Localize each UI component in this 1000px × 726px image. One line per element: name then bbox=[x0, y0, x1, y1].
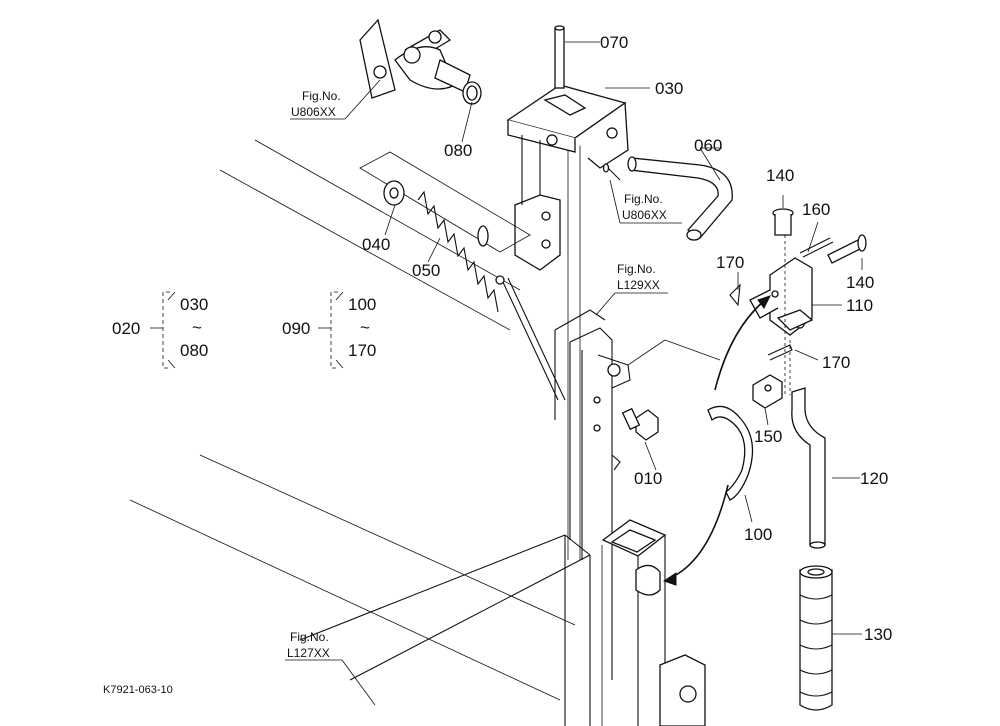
label-170-range-end: 170 bbox=[348, 341, 376, 360]
rod-060 bbox=[602, 156, 733, 241]
bracket-030 bbox=[506, 84, 629, 271]
label-100-range-start: 100 bbox=[348, 295, 376, 314]
assembly-arrows bbox=[662, 295, 771, 586]
fig-ref-label: Fig.No. bbox=[624, 192, 663, 206]
label-100: 100 bbox=[744, 525, 772, 544]
label-140-right: 140 bbox=[846, 273, 874, 292]
label-080: 080 bbox=[444, 141, 472, 160]
label-140-top: 140 bbox=[766, 166, 794, 185]
label-010: 010 bbox=[634, 469, 662, 488]
spring-assembly bbox=[359, 151, 531, 313]
pin-140-right bbox=[827, 234, 867, 264]
label-110: 110 bbox=[846, 296, 873, 315]
fig-ref-code: U806XX bbox=[622, 208, 667, 222]
spring-050 bbox=[417, 190, 499, 313]
fig-ref-code: L127XX bbox=[287, 646, 330, 660]
label-090: 090 bbox=[282, 319, 310, 338]
bracket-110 bbox=[749, 257, 814, 336]
drawing-code: K7921-063-10 bbox=[103, 684, 173, 696]
pin-160 bbox=[799, 237, 834, 258]
fig-ref-label: Fig.No. bbox=[617, 262, 656, 276]
range-bracket-020 bbox=[150, 291, 176, 369]
label-170-lower: 170 bbox=[822, 353, 850, 372]
fig-ref-code: U806XX bbox=[291, 105, 336, 119]
fig-ref-code: L129XX bbox=[617, 278, 660, 292]
label-080-range-end: 080 bbox=[180, 341, 208, 360]
cotter-170 bbox=[729, 283, 793, 361]
label-050: 050 bbox=[412, 261, 440, 280]
label-170-upper: 170 bbox=[716, 253, 744, 272]
label-040: 040 bbox=[362, 235, 390, 254]
grip-130 bbox=[799, 565, 833, 711]
fig-ref-label: Fig.No. bbox=[290, 630, 329, 644]
label-020: 020 bbox=[112, 319, 140, 338]
fig-ref-label: Fig.No. bbox=[302, 89, 341, 103]
label-060: 060 bbox=[694, 136, 722, 155]
frame-panel bbox=[129, 139, 603, 726]
label-090-tilde: ~ bbox=[360, 318, 370, 337]
label-130: 130 bbox=[864, 625, 892, 644]
range-bracket-090 bbox=[318, 291, 344, 369]
label-070: 070 bbox=[600, 33, 628, 52]
clip-100 bbox=[707, 405, 754, 501]
label-160: 160 bbox=[802, 200, 830, 219]
label-120: 120 bbox=[860, 469, 888, 488]
label-150: 150 bbox=[754, 427, 782, 446]
leader-lines bbox=[285, 41, 863, 706]
lever-120 bbox=[791, 387, 826, 549]
label-020-tilde: ~ bbox=[192, 318, 202, 337]
label-030: 030 bbox=[655, 79, 683, 98]
reference-lines bbox=[627, 235, 791, 395]
link-rod bbox=[495, 275, 566, 401]
lower-square-tube bbox=[601, 519, 706, 726]
pin-140-top bbox=[772, 208, 794, 236]
pin-070 bbox=[554, 25, 565, 89]
label-030-range-start: 030 bbox=[180, 295, 208, 314]
clip-150 bbox=[752, 374, 783, 409]
upper-linkage bbox=[359, 18, 482, 105]
bolt-010 bbox=[621, 407, 659, 441]
center-post bbox=[554, 120, 631, 680]
